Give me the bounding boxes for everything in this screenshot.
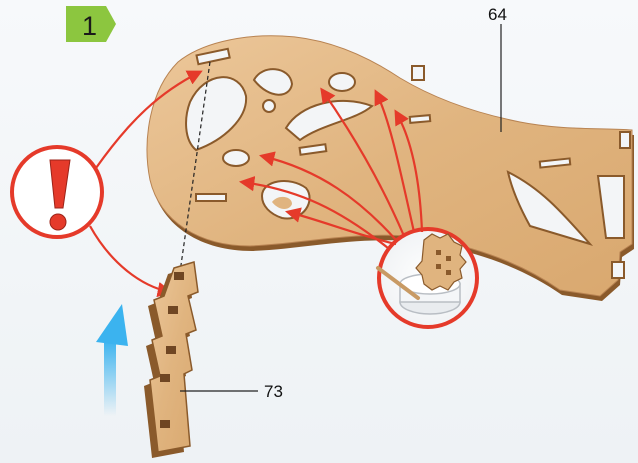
part-64-callout: 64 bbox=[488, 5, 507, 132]
part-73-piece bbox=[144, 262, 198, 458]
part-64-label: 64 bbox=[488, 5, 507, 24]
insert-direction-arrow-icon bbox=[96, 304, 128, 416]
step-badge: 1 bbox=[66, 6, 116, 42]
part-73-label: 73 bbox=[264, 382, 283, 401]
warning-exclamation-icon bbox=[12, 147, 102, 237]
part-73-callout: 73 bbox=[180, 382, 283, 401]
step-number: 1 bbox=[82, 11, 97, 41]
